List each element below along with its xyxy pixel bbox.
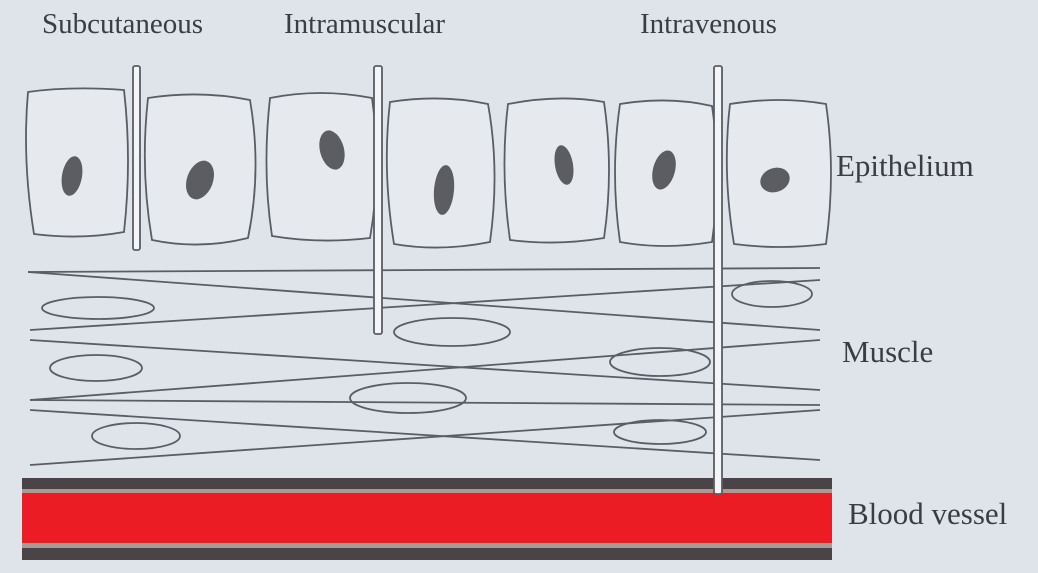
vessel-wall-top-inner [22, 489, 832, 493]
subcutaneous-label: Subcutaneous [42, 8, 203, 41]
intramuscular-label: Intramuscular [284, 8, 445, 41]
intramuscular-needle [374, 66, 382, 334]
intravenous-label: Intravenous [640, 8, 777, 41]
epithelium-label: Epithelium [836, 148, 974, 184]
intravenous-needle [714, 66, 722, 494]
blood-vessel-label: Blood vessel [848, 496, 1007, 532]
blood-vessel [22, 478, 832, 560]
vessel-wall-top [22, 478, 832, 490]
epithelial-cell [266, 93, 376, 241]
vessel-wall-bottom-inner [22, 543, 832, 548]
vessel-wall-bottom [22, 548, 832, 560]
muscle-label: Muscle [842, 334, 933, 370]
subcutaneous-needle [133, 66, 140, 250]
blood-lumen [22, 493, 832, 543]
